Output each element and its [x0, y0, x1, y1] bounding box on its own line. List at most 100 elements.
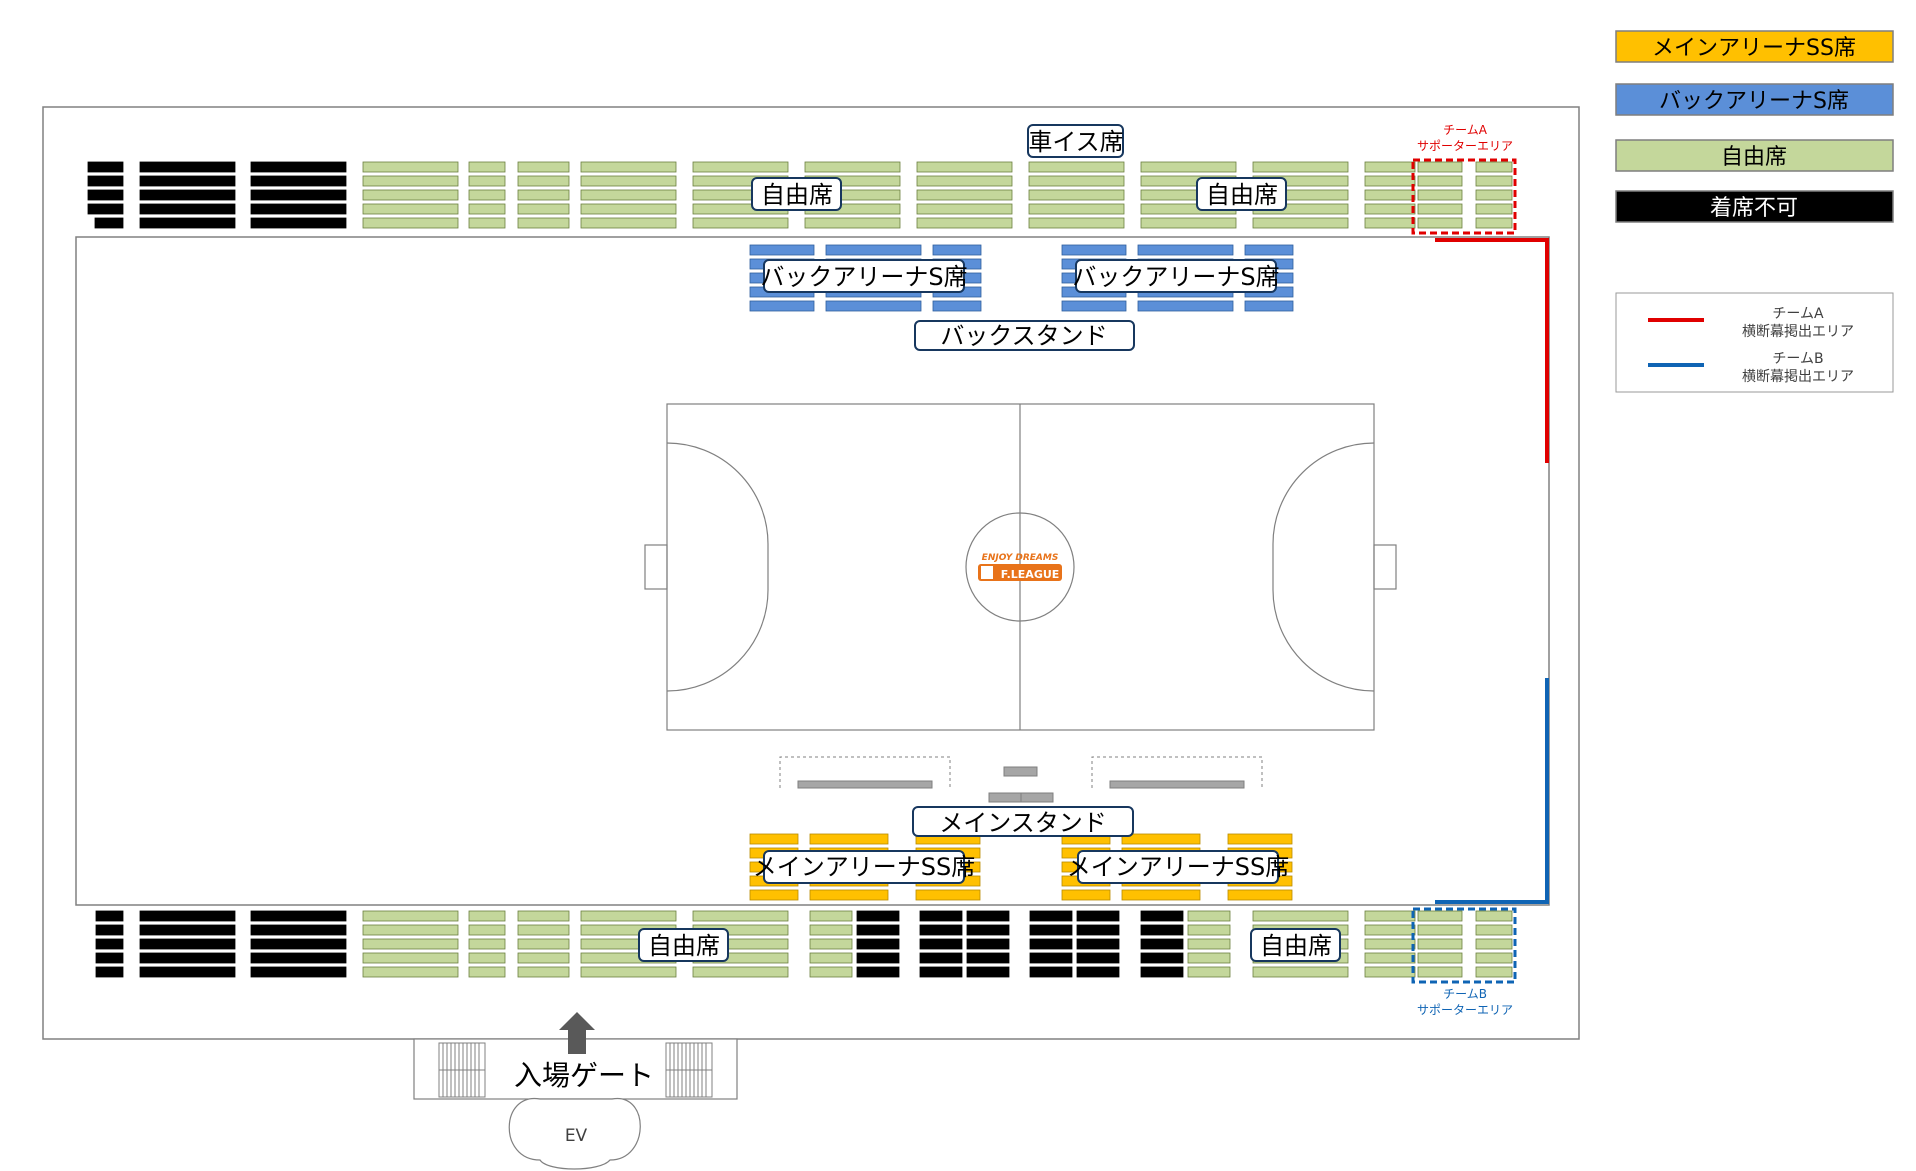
svg-text:自由席: 自由席: [1260, 932, 1332, 960]
lower-seat-block-4-0: [468, 910, 506, 922]
upper-seat-block-14-3: [1417, 203, 1463, 215]
upper-seating-rows: [87, 161, 1513, 229]
lower-seat-block-15-1: [1187, 924, 1231, 936]
upper-seat-block-10-2: [1028, 189, 1125, 201]
team-a-banner-legend-label-2: 横断幕掲出エリア: [1742, 324, 1854, 340]
upper-seat-block-15-2: [1475, 189, 1513, 201]
ev-shape: [508, 1098, 641, 1170]
legend-label-3: 着席不可: [1710, 196, 1798, 221]
lower-seat-block-18-4: [1417, 966, 1463, 978]
upper-seat-block-3-3: [362, 203, 459, 215]
team-a-banner-legend-label-1: チームA: [1772, 306, 1824, 322]
logo-badge: [978, 564, 1062, 581]
lower-seat-block-9-2: [856, 938, 900, 950]
upper-seat-block-9-3: [916, 203, 1013, 215]
upper-seat-block-15-0: [1475, 161, 1513, 173]
lower-seat-block-0-3: [95, 952, 124, 964]
label-back-stand: バックスタンド: [914, 320, 1135, 351]
upper-seat-block-13-0: [1364, 161, 1416, 173]
lower-seat-block-11-3: [966, 952, 1010, 964]
lower-seat-block-10-0: [919, 910, 963, 922]
upper-seat-block-5-2: [517, 189, 570, 201]
upper-seat-block-3-4: [362, 217, 459, 229]
left-penalty-area: [666, 442, 769, 692]
upper-seat-block-1-1: [139, 175, 236, 187]
lower-seat-block-5-0: [517, 910, 570, 922]
upper-seat-block-9-2: [916, 189, 1013, 201]
upper-seat-block-2-4: [250, 217, 347, 229]
main-ss-seat-block-0-0: [749, 833, 799, 845]
right-bench: [1109, 780, 1245, 789]
back-s-seat-block-0-4: [749, 300, 815, 312]
upper-seat-block-1-3: [139, 203, 236, 215]
upper-seat-block-9-1: [916, 175, 1013, 187]
upper-seat-block-2-2: [250, 189, 347, 201]
upper-seat-block-3-1: [362, 175, 459, 187]
upper-seat-block-3-2: [362, 189, 459, 201]
back-s-seat-block-1-4: [825, 300, 922, 312]
lower-seat-block-1-2: [139, 938, 236, 950]
lower-seat-block-1-1: [139, 924, 236, 936]
upper-seat-block-12-4: [1252, 217, 1349, 229]
lower-seat-block-10-2: [919, 938, 963, 950]
lower-seat-block-8-4: [809, 966, 853, 978]
lower-seat-block-8-1: [809, 924, 853, 936]
svg-text:車イス席: 車イス席: [1028, 128, 1123, 156]
right-penalty-area: [1272, 442, 1375, 692]
upper-seat-block-15-3: [1475, 203, 1513, 215]
upper-seat-block-3-0: [362, 161, 459, 173]
lower-seat-block-0-2: [95, 938, 124, 950]
svg-text:自由席: 自由席: [761, 181, 833, 209]
lower-seat-block-13-4: [1076, 966, 1120, 978]
upper-seat-block-6-4: [580, 217, 677, 229]
main-ss-seat-block-5-4: [1227, 889, 1293, 901]
back-s-seat-block-0-0: [749, 244, 815, 256]
lower-seat-block-18-0: [1417, 910, 1463, 922]
label-main-stand: メインスタンド: [912, 806, 1134, 837]
banner-legend: チームA 横断幕掲出エリア チームB 横断幕掲出エリア: [1615, 292, 1894, 393]
back-s-seat-block-4-0: [1137, 244, 1234, 256]
back-s-seat-block-4-4: [1137, 300, 1234, 312]
upper-seat-block-8-4: [804, 217, 901, 229]
svg-text:メインアリーナSS席: メインアリーナSS席: [753, 853, 975, 881]
upper-seat-block-0-0: [87, 161, 124, 173]
legend-label-1: バックアリーナS席: [1659, 89, 1849, 114]
banner-legend-box: [1615, 292, 1894, 393]
lower-seat-block-0-4: [95, 966, 124, 978]
upper-seat-block-4-2: [468, 189, 506, 201]
lower-seat-block-4-2: [468, 938, 506, 950]
upper-seat-block-8-0: [804, 161, 901, 173]
main-ss-seat-block-2-4: [915, 889, 981, 901]
lower-seat-block-13-2: [1076, 938, 1120, 950]
lower-seat-block-2-2: [250, 938, 347, 950]
lower-seat-block-13-0: [1076, 910, 1120, 922]
entrance-gate-area[interactable]: 入場ゲート EV: [413, 1010, 738, 1170]
lower-seat-block-9-0: [856, 910, 900, 922]
back-s-seat-block-3-0: [1061, 244, 1127, 256]
upper-seat-block-10-4: [1028, 217, 1125, 229]
lower-seat-block-8-2: [809, 938, 853, 950]
upper-seat-block-14-0: [1417, 161, 1463, 173]
back-s-seat-block-2-0: [932, 244, 982, 256]
upper-seat-block-7-0: [692, 161, 789, 173]
entrance-label-bg: [506, 1057, 658, 1093]
label-back-s-right: バックアリーナS席: [1072, 259, 1280, 293]
right-goal: [1373, 544, 1397, 590]
lower-seat-block-4-3: [468, 952, 506, 964]
upper-seat-block-2-0: [250, 161, 347, 173]
team-b-supporter-label-1: チームB: [1443, 987, 1487, 1001]
back-s-seat-block-2-4: [932, 300, 982, 312]
team-a-supporter-area: [1411, 158, 1517, 235]
lower-seat-block-12-2: [1029, 938, 1073, 950]
main-ss-seat-block-4-4: [1121, 889, 1201, 901]
lower-seat-block-19-2: [1475, 938, 1513, 950]
lower-seat-block-3-0: [362, 910, 459, 922]
upper-seat-block-1-0: [139, 161, 236, 173]
label-wheelchair: 車イス席: [1027, 124, 1124, 158]
label-main-ss-left: メインアリーナSS席: [753, 850, 975, 884]
upper-seat-block-4-1: [468, 175, 506, 187]
upper-seat-block-5-0: [517, 161, 570, 173]
svg-text:メインアリーナSS席: メインアリーナSS席: [1067, 853, 1289, 881]
svg-text:自由席: 自由席: [648, 932, 720, 960]
